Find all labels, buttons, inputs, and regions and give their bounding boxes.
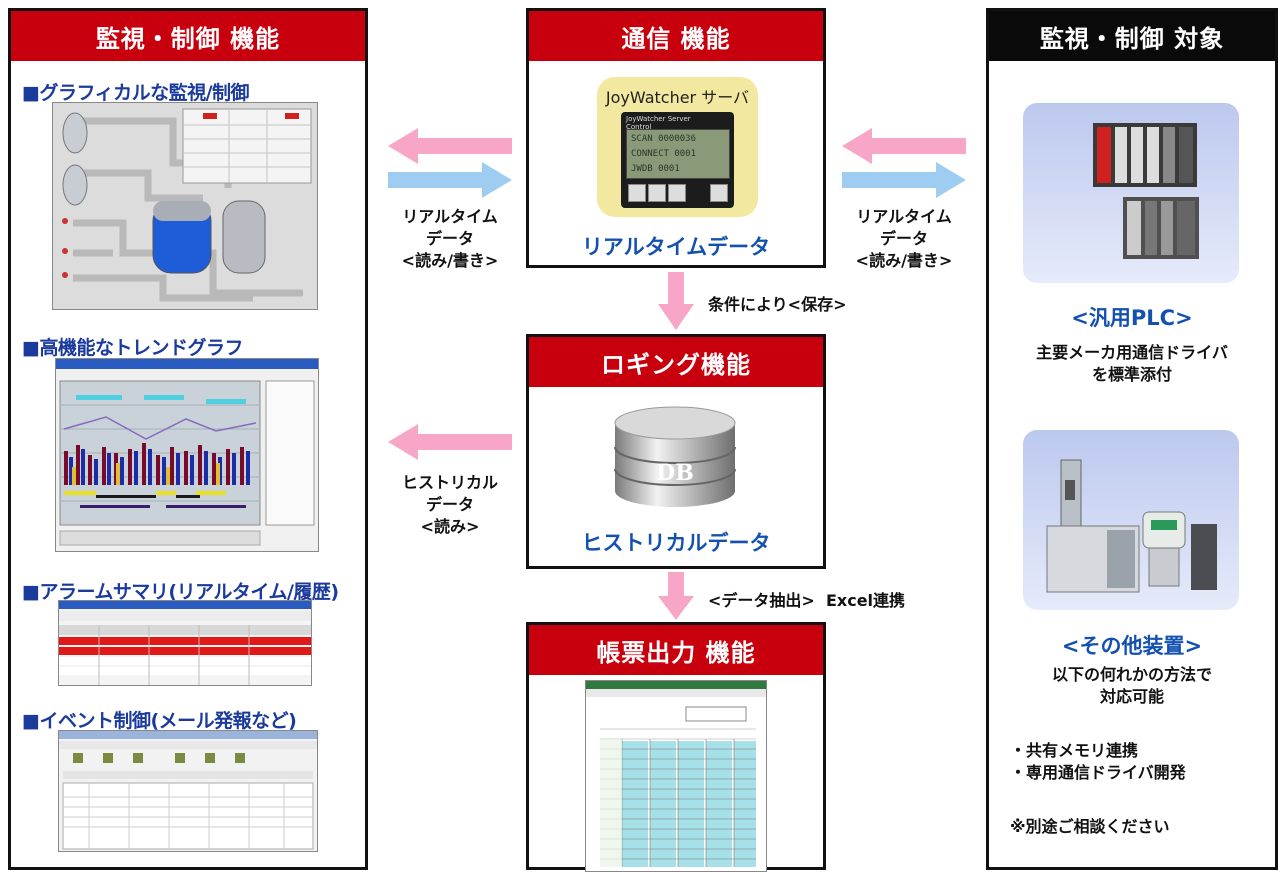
server-button (668, 184, 686, 202)
monitoring-control-header: 監視・制御 機能 (11, 11, 365, 61)
save-down-arrow (658, 272, 694, 330)
server-screen-line: JWDB 0001 (631, 164, 680, 174)
other-device-description: 以下の何れかの方法で 対応可能 (989, 664, 1275, 708)
other-device-image (1023, 430, 1239, 610)
flow-label-line: データ (425, 495, 474, 514)
flow-label-line: リアルタイム (402, 207, 498, 226)
plc-label: <汎用PLC> (1071, 306, 1193, 330)
server-button (710, 184, 728, 202)
plc-device-image (1023, 103, 1239, 283)
flow-label-line: ヒストリカル (401, 473, 498, 492)
flow-label-line: リアルタイム (856, 207, 952, 226)
event-control-screenshot (58, 730, 318, 852)
server-title: JoyWatcher サーバ (605, 88, 750, 107)
other-device-label: <その他装置> (1061, 634, 1203, 658)
server-screen-line: SCAN 0000036 (631, 134, 697, 144)
communication-header: 通信 機能 (529, 11, 823, 61)
method-item: ・共有メモリ連携 (1010, 741, 1139, 760)
other-description-line: 以下の何れかの方法で (1051, 665, 1212, 684)
device-read-arrow (842, 128, 966, 164)
excel-report-screenshot (585, 680, 767, 872)
extract-down-arrow (658, 572, 694, 620)
device-write-arrow (842, 162, 966, 198)
historical-read-arrow (388, 424, 512, 460)
graphical-monitor-title: ■グラフィカルな監視/制御 (22, 82, 250, 104)
plc-description: 主要メーカ用通信ドライバ を標準添付 (989, 342, 1275, 386)
realtime-data-caption: リアルタイムデータ (581, 235, 771, 259)
server-buttons (628, 184, 728, 202)
event-control-title: ■イベント制御(メール発報など) (22, 710, 297, 732)
logging-header: ロギング機能 (529, 337, 823, 387)
consultation-note: ※別途ご相談ください (1010, 817, 1170, 836)
realtime-write-arrow (388, 162, 512, 198)
excel-extract-label: <データ抽出> Excel連携 (708, 591, 906, 610)
server-device-header: JoyWatcher Server Control (626, 115, 691, 131)
graphical-monitor-screenshot (52, 102, 318, 310)
right-realtime-label: リアルタイム データ <読み/書き> (834, 206, 974, 272)
flow-label-line: データ (879, 229, 928, 248)
trend-graph-screenshot (55, 358, 319, 552)
left-realtime-label: リアルタイム データ <読み/書き> (380, 206, 520, 272)
server-screen: SCAN 0000036 CONNECT 0001 JWDB 0001 (626, 129, 730, 179)
server-screen-line: CONNECT 0001 (631, 149, 697, 159)
flow-label-line: <読み> (420, 517, 480, 536)
historical-data-caption: ヒストリカルデータ (581, 531, 771, 555)
database-icon (614, 406, 736, 507)
historical-label: ヒストリカル データ <読み> (380, 472, 520, 538)
connection-methods: ・共有メモリ連携 ・専用通信ドライバ開発 (1010, 740, 1186, 784)
alarm-summary-title: ■アラームサマリ(リアルタイム/履歴) (22, 581, 339, 603)
flow-label-line: データ (425, 229, 474, 248)
flow-label-line: <読み/書き> (401, 251, 499, 270)
communication-panel: 通信 機能 (526, 8, 826, 268)
trend-graph-title: ■高機能なトレンドグラフ (22, 337, 243, 359)
save-condition-label: 条件により<保存> (708, 295, 847, 314)
server-button (648, 184, 666, 202)
target-header: 監視・制御 対象 (989, 11, 1275, 61)
plc-description-line: を標準添付 (1091, 365, 1172, 384)
report-output-header: 帳票出力 機能 (529, 625, 823, 675)
server-button (628, 184, 646, 202)
database-label: DB (656, 460, 694, 486)
other-description-line: 対応可能 (1099, 687, 1164, 706)
flow-label-line: <読み/書き> (855, 251, 953, 270)
realtime-read-arrow (388, 128, 512, 164)
alarm-summary-screenshot (58, 600, 312, 686)
method-item: ・専用通信ドライバ開発 (1010, 763, 1186, 782)
plc-description-line: 主要メーカ用通信ドライバ (1036, 343, 1228, 362)
